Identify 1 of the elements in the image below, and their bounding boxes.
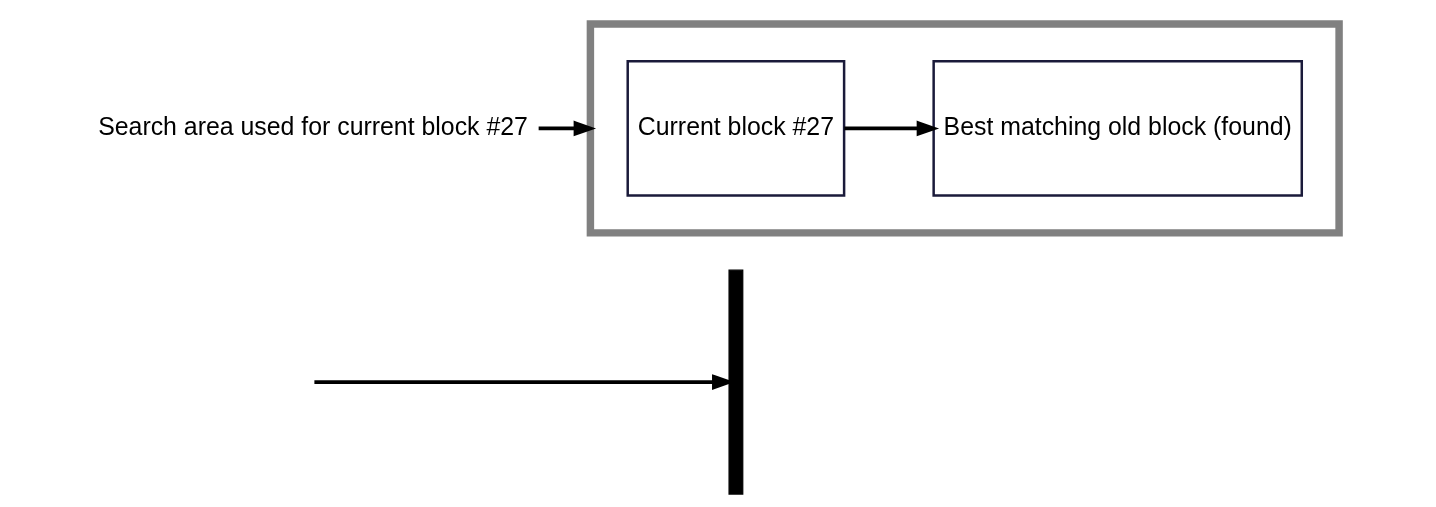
node-text: Search area used for current block #27	[97, 111, 528, 140]
